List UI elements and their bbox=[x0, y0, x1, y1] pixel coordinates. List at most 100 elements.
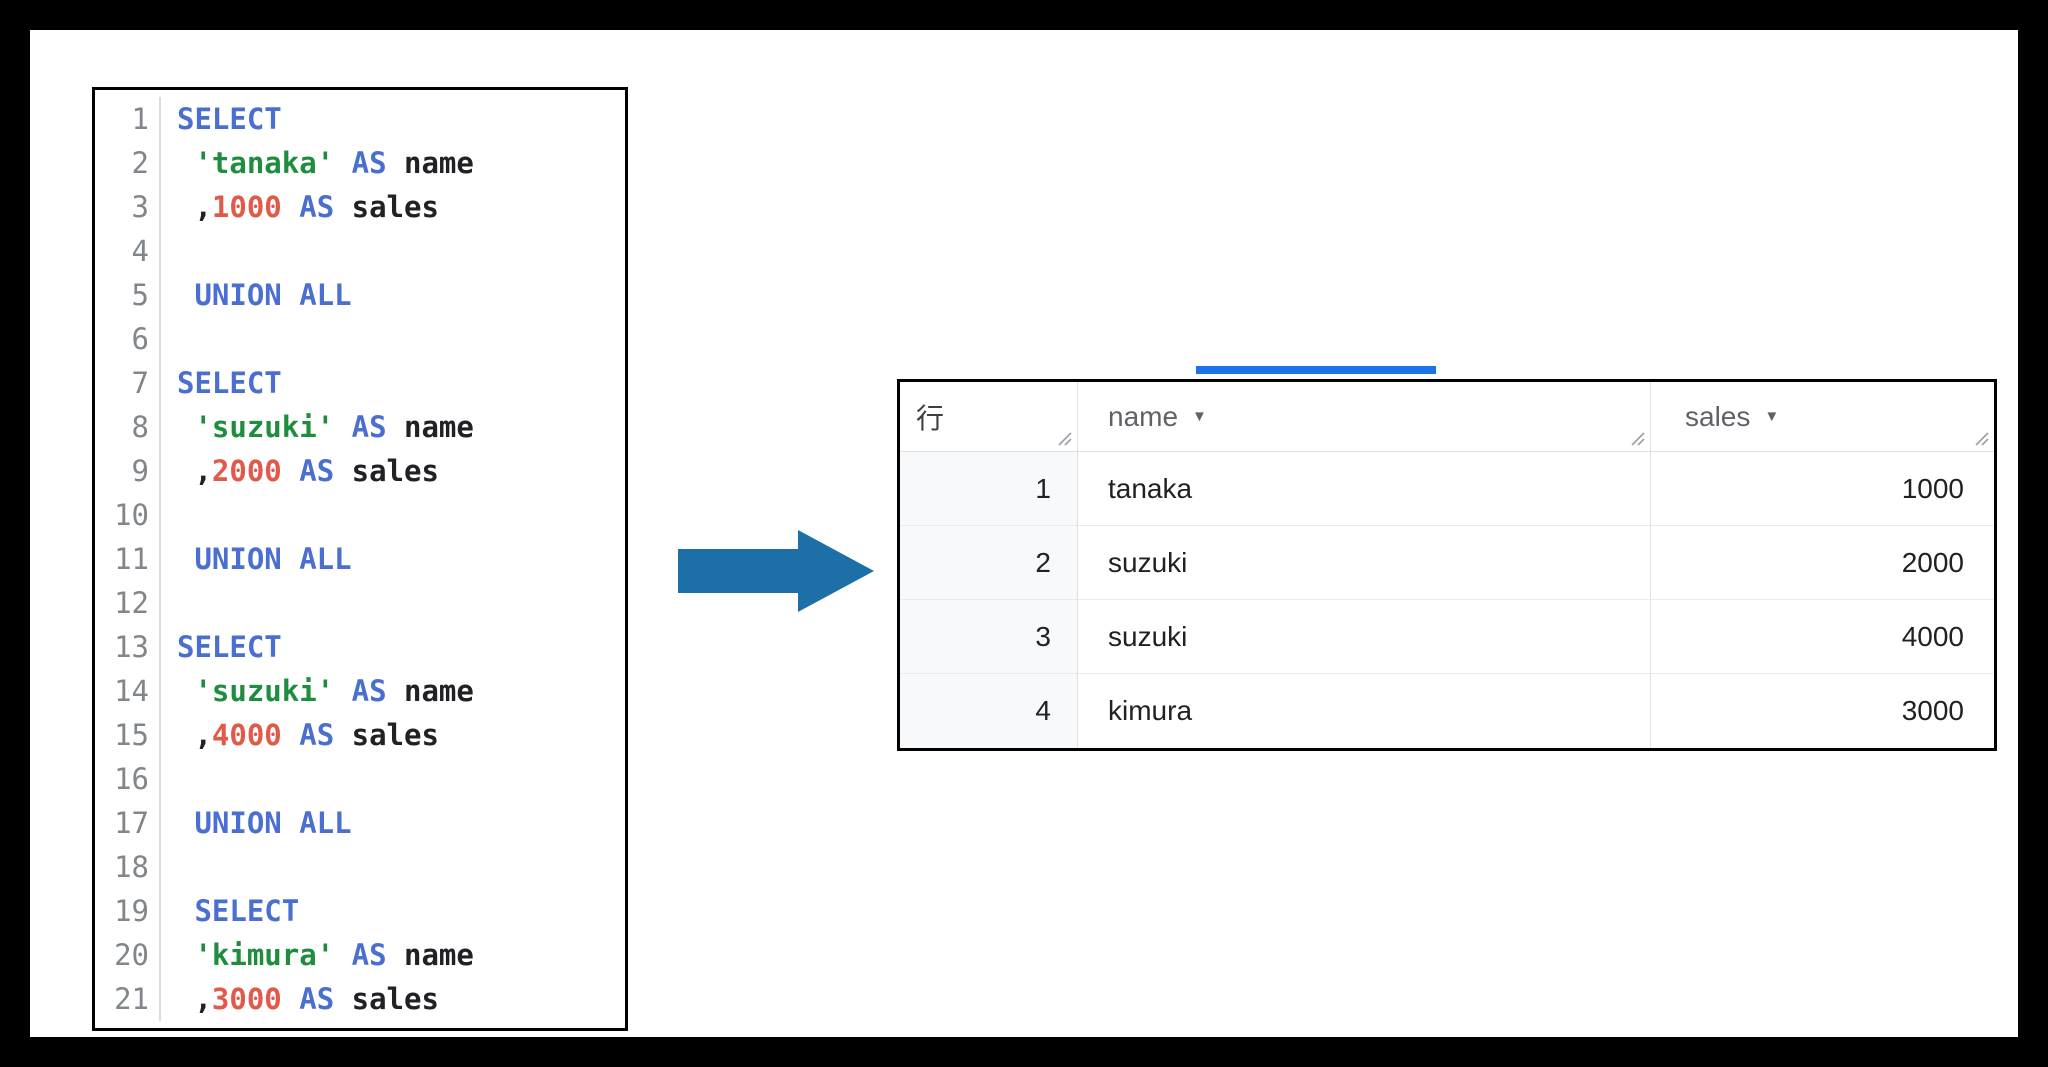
line-number: 18 bbox=[95, 845, 161, 889]
column-resize-handle-icon[interactable] bbox=[1626, 427, 1646, 447]
line-number: 3 bbox=[95, 185, 161, 229]
code-text: 'suzuki' AS name bbox=[161, 669, 474, 713]
line-number: 19 bbox=[95, 889, 161, 933]
code-token: , bbox=[177, 454, 212, 488]
code-line: 8 'suzuki' AS name bbox=[95, 405, 625, 449]
sales-cell: 3000 bbox=[1901, 695, 1964, 726]
code-token: 1000 bbox=[211, 190, 282, 224]
code-text bbox=[161, 317, 177, 361]
code-text: UNION ALL bbox=[161, 801, 351, 845]
code-token bbox=[177, 410, 194, 444]
column-label: name bbox=[1108, 400, 1179, 432]
line-number: 2 bbox=[95, 141, 161, 185]
code-line: 14 'suzuki' AS name bbox=[95, 669, 625, 713]
table-header-row: 行 name ▼ sales ▼ bbox=[900, 382, 1994, 452]
code-text: ,2000 AS sales bbox=[161, 449, 438, 493]
code-text: SELECT bbox=[161, 889, 299, 933]
code-token: AS bbox=[351, 146, 387, 180]
code-token: 'suzuki' bbox=[194, 674, 335, 708]
line-number: 21 bbox=[95, 977, 161, 1021]
column-resize-handle-icon[interactable] bbox=[1053, 427, 1073, 447]
active-tab-indicator bbox=[1196, 366, 1436, 374]
line-number: 20 bbox=[95, 933, 161, 977]
code-text: UNION ALL bbox=[161, 537, 352, 581]
code-token: name bbox=[386, 146, 474, 180]
code-token: 'kimura' bbox=[194, 938, 335, 972]
code-token bbox=[177, 894, 194, 928]
line-number: 6 bbox=[95, 317, 161, 361]
sales-cell: 4000 bbox=[1901, 620, 1964, 652]
line-number: 14 bbox=[95, 669, 161, 713]
code-token bbox=[334, 674, 351, 708]
line-number: 16 bbox=[95, 757, 161, 801]
sort-dropdown-icon[interactable]: ▼ bbox=[1192, 408, 1207, 425]
code-text: ,4000 AS sales bbox=[161, 713, 438, 757]
sales-cell: 2000 bbox=[1901, 546, 1964, 578]
code-token: SELECT bbox=[177, 630, 282, 664]
code-token: , bbox=[177, 718, 212, 752]
column-header-name[interactable]: name ▼ bbox=[1078, 382, 1651, 451]
code-text: SELECT bbox=[161, 625, 282, 669]
code-line: 11 UNION ALL bbox=[95, 537, 625, 581]
code-line: 10 bbox=[95, 493, 625, 537]
sales-cell: 1000 bbox=[1901, 472, 1964, 504]
code-token bbox=[334, 938, 351, 972]
code-token: , bbox=[177, 190, 212, 224]
code-line: 19 SELECT bbox=[95, 889, 625, 933]
line-number: 12 bbox=[95, 581, 161, 625]
code-text: UNION ALL bbox=[161, 273, 351, 317]
code-text bbox=[161, 845, 177, 889]
code-token bbox=[334, 146, 351, 180]
right-arrow-icon bbox=[678, 530, 874, 612]
code-line: 16 bbox=[95, 757, 625, 801]
line-number: 10 bbox=[95, 493, 161, 537]
code-token bbox=[177, 542, 194, 576]
row-number-cell: 2 bbox=[900, 526, 1078, 599]
code-line: 17 UNION ALL bbox=[95, 801, 625, 845]
column-resize-handle-icon[interactable] bbox=[1970, 427, 1990, 447]
code-token: AS bbox=[299, 454, 335, 488]
code-token: , bbox=[177, 982, 212, 1016]
name-cell: suzuki bbox=[1078, 600, 1651, 673]
line-number: 8 bbox=[95, 405, 161, 449]
code-text: ,1000 AS sales bbox=[161, 185, 439, 229]
code-token: 'suzuki' bbox=[194, 410, 335, 444]
code-token bbox=[177, 146, 194, 180]
code-token: SELECT bbox=[194, 894, 300, 928]
code-line: 12 bbox=[95, 581, 625, 625]
line-number: 1 bbox=[95, 97, 161, 141]
code-token bbox=[177, 278, 194, 312]
line-number: 7 bbox=[95, 361, 161, 405]
code-token: 2000 bbox=[211, 454, 282, 488]
code-token: UNION ALL bbox=[194, 542, 352, 576]
code-text bbox=[161, 493, 177, 537]
code-line: 9 ,2000 AS sales bbox=[95, 449, 625, 493]
sort-dropdown-icon[interactable]: ▼ bbox=[1764, 408, 1780, 425]
code-token: name bbox=[386, 674, 474, 708]
code-line: 2 'tanaka' AS name bbox=[95, 141, 625, 185]
code-line: 4 bbox=[95, 229, 625, 273]
code-token: 3000 bbox=[211, 982, 282, 1016]
line-number: 9 bbox=[95, 449, 161, 493]
code-token bbox=[177, 674, 194, 708]
code-token bbox=[282, 190, 299, 224]
code-token bbox=[282, 454, 299, 488]
line-number: 5 bbox=[95, 273, 161, 317]
code-token: SELECT bbox=[177, 102, 282, 136]
code-line: 3 ,1000 AS sales bbox=[95, 185, 625, 229]
code-line: 5 UNION ALL bbox=[95, 273, 625, 317]
code-token: sales bbox=[334, 190, 439, 224]
column-header-sales[interactable]: sales ▼ bbox=[1651, 382, 1994, 451]
name-cell: suzuki bbox=[1078, 526, 1651, 599]
line-number: 13 bbox=[95, 625, 161, 669]
line-number: 17 bbox=[95, 801, 161, 845]
